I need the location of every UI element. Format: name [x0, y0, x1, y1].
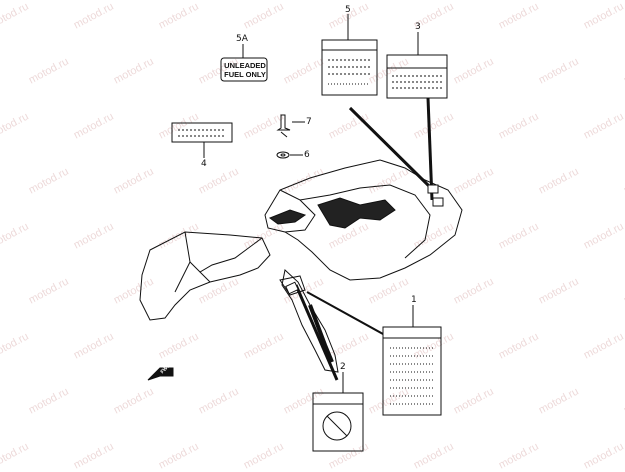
- callout-4: 4: [201, 159, 207, 169]
- fuel-label-line1: UNLEADED: [224, 61, 266, 70]
- label-4: [171, 122, 233, 143]
- rear-fender: [264, 159, 463, 281]
- label-5a: [220, 57, 268, 82]
- label-3: [386, 54, 448, 99]
- label-5: [321, 39, 378, 96]
- callout-5: 5: [345, 5, 351, 15]
- callout-1: 1: [411, 295, 417, 305]
- label-1: [382, 326, 442, 416]
- callout-6: 6: [304, 150, 310, 160]
- washer-6: [276, 151, 290, 159]
- callout-3: 3: [415, 22, 421, 32]
- callout-7: 7: [306, 117, 312, 127]
- callout-2: 2: [340, 362, 346, 372]
- front-fender: [139, 231, 271, 321]
- screw-7: [276, 114, 291, 131]
- callout-5a: 5A: [236, 34, 248, 44]
- fwd-arrow: [147, 367, 174, 381]
- fuel-label-line2: FUEL ONLY: [224, 70, 266, 79]
- label-2: [312, 392, 364, 452]
